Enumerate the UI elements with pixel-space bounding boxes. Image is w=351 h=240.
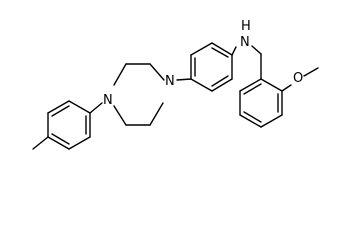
canvas-background — [0, 0, 351, 175]
amine-nitrogen-label: N — [240, 35, 250, 50]
structure-diagram: N H O N N — [0, 0, 351, 175]
tolyl-group — [32, 100, 103, 150]
amine-group: N H — [231, 19, 262, 56]
central-benzene-ring — [190, 42, 233, 92]
methoxy-oxygen-label: O — [293, 71, 303, 86]
piperazine-nitrogen-top-label: N — [165, 74, 175, 89]
amine-hydrogen-label: H — [241, 19, 251, 34]
molecule-drawing: N H O N N — [0, 0, 351, 175]
methoxybenzyl-group: O — [239, 53, 319, 128]
piperazine-nitrogen-bottom-label: N — [103, 93, 113, 108]
piperazine-ring: N N — [103, 63, 192, 126]
